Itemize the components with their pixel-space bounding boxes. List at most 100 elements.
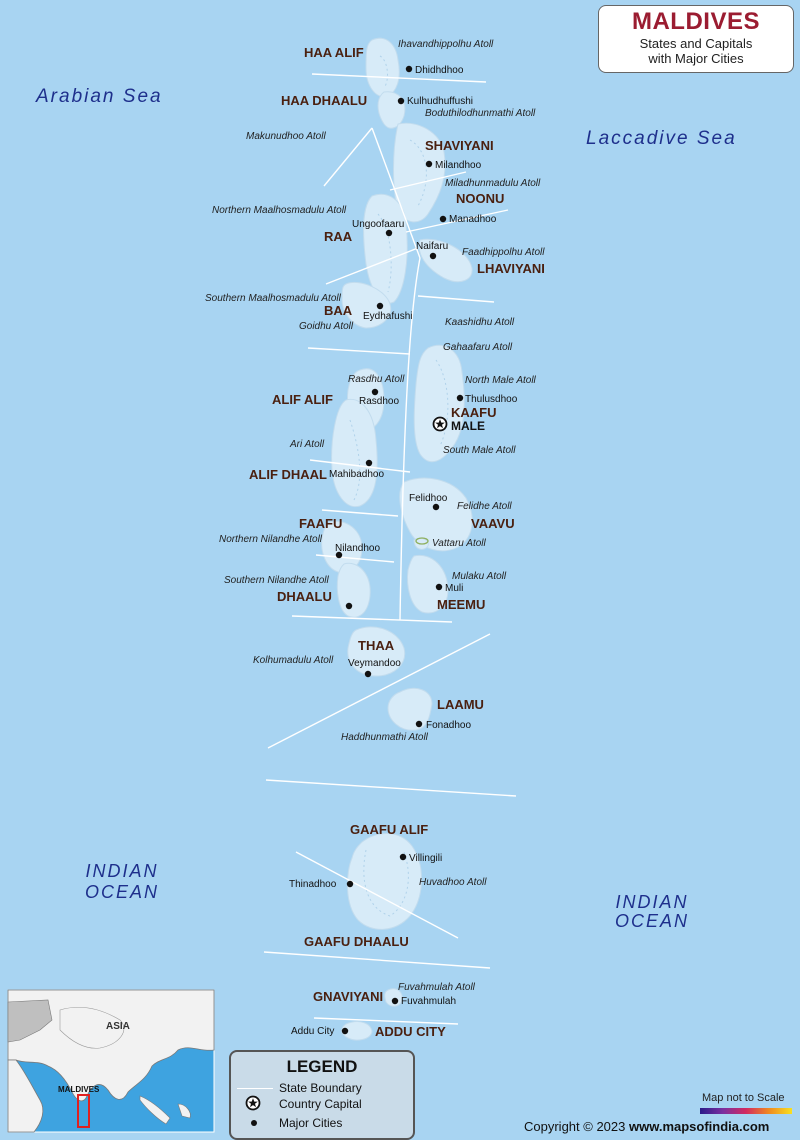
city-dot-villingili [399,853,407,861]
state-label-haa-dhaalu: HAA DHAALU [281,93,367,108]
city-label-dhidhdhoo: Dhidhdhoo [415,65,464,76]
city-dot-veymandoo [364,670,372,678]
city-dot-fuvahmulah [391,997,399,1005]
city-dot-rasdhoo [371,388,379,396]
city-dot-thinadhoo [346,880,354,888]
sea-label-indian-right-2: OCEAN [615,911,689,931]
city-label-mahibadhoo: Mahibadhoo [329,469,384,480]
city-dot-nilandhoo [335,551,343,559]
reef-dots [349,55,449,917]
legend-row-boundary: State Boundary [231,1081,413,1097]
city-labels: Dhidhdhoo Kulhudhuffushi Milandhoo Manad… [289,65,518,1037]
atoll-label-faadhippolhu: Faadhippolhu Atoll [462,247,545,258]
atoll-shapes [321,37,473,1041]
city-label-rasdhoo: Rasdhoo [359,396,399,407]
state-label-vaavu: VAAVU [471,516,515,531]
sea-labels: Arabian Sea Laccadive Sea INDIAN OCEAN I… [35,86,737,931]
atoll-label-south-male: South Male Atoll [443,445,516,456]
state-boundaries [263,73,517,1025]
city-dot-felidhoo [432,503,440,511]
copyright-prefix: Copyright © 2023 [524,1119,626,1134]
state-label-alif-alif: ALIF ALIF [272,392,333,407]
atoll-label-ihavandhippolhu: Ihavandhippolhu Atoll [398,39,494,50]
state-label-thaa: THAA [358,638,395,653]
city-dot-kulhudhuffushi [397,97,405,105]
page-title: MALDIVES [631,8,760,35]
city-label-thulusdhoo: Thulusdhoo [465,394,518,405]
boundary-line-icon [237,1088,273,1089]
legend-label-boundary: State Boundary [279,1081,362,1095]
sea-label-indian-left-1: INDIAN [85,861,158,881]
state-label-gaafu-alif: GAAFU ALIF [350,822,428,837]
city-dot-thulusdhoo [456,394,464,402]
state-labels: HAA ALIF HAA DHAALU SHAVIYANI NOONU RAA … [249,45,545,1039]
atoll-label-ari: Ari Atoll [289,439,325,450]
state-label-alif-dhaal: ALIF DHAAL [249,467,327,482]
capital-star-icon [432,416,448,432]
state-label-addu-city: ADDU CITY [375,1024,446,1039]
atoll-label-goidhu: Goidhu Atoll [299,321,354,332]
atoll-label-mulaku: Mulaku Atoll [452,571,507,582]
city-label-fonadhoo: Fonadhoo [426,720,471,731]
inset-label-maldives: MALDIVES [58,1085,100,1094]
atoll-label-huvadhoo: Huvadhoo Atoll [419,877,487,888]
inset-maldives-box [77,1094,90,1128]
inset-map: ASIA MALDIVES [7,989,215,1133]
city-label-ungoofaaru: Ungoofaaru [352,219,404,230]
atoll-label-miladhunmadulu: Miladhunmadulu Atoll [445,178,541,189]
atoll-label-vattaru: Vattaru Atoll [432,538,487,549]
city-label-kulhudhuffushi: Kulhudhuffushi [407,96,473,107]
atoll-label-felidhe: Felidhe Atoll [457,501,512,512]
city-label-addu-city: Addu City [291,1026,334,1037]
copyright: Copyright © 2023 www.mapsofindia.com [524,1119,769,1134]
state-label-noonu: NOONU [456,191,504,206]
atoll-label-fuvahmulah: Fuvahmulah Atoll [398,982,476,993]
capital-star-legend-icon [245,1095,261,1111]
state-label-lhaviyani: LHAVIYANI [477,261,545,276]
state-label-faafu: FAAFU [299,516,342,531]
atoll-label-north-male: North Male Atoll [465,375,537,386]
legend: LEGEND State Boundary Country Capital Ma… [229,1050,415,1140]
city-dot-eydhafushi [376,302,384,310]
sea-label-indian-left-2: OCEAN [85,882,159,902]
city-dot-dhidhdhoo [405,65,413,73]
city-label-naifaru: Naifaru [416,241,448,252]
state-label-shaviyani: SHAVIYANI [425,138,494,153]
city-dot-naifaru [429,252,437,260]
scale-note: Map not to Scale [702,1092,785,1104]
city-label-milandhoo: Milandhoo [435,160,482,171]
state-label-meemu: MEEMU [437,597,485,612]
color-scale-bar [700,1108,792,1114]
city-dot-dhaalu [345,602,353,610]
state-label-kaafu: KAAFU [451,405,497,420]
city-dot-fonadhoo [415,720,423,728]
city-dot-manadhoo [439,215,447,223]
city-label-fuvahmulah: Fuvahmulah [401,996,456,1007]
sea-label-laccadive: Laccadive Sea [586,128,737,149]
atoll-label-kolhumadulu: Kolhumadulu Atoll [253,655,334,666]
city-dots [335,65,464,1035]
atoll-label-makunudhoo: Makunudhoo Atoll [246,131,326,142]
city-dot-ungoofaaru [385,229,393,237]
city-label-felidhoo: Felidhoo [409,493,448,504]
city-dot-muli [435,583,443,591]
sea-label-indian-right-1: INDIAN [615,892,688,912]
legend-label-cities: Major Cities [279,1116,343,1130]
city-label-male: MALE [451,419,485,433]
legend-label-capital: Country Capital [279,1097,362,1111]
city-label-nilandhoo: Nilandhoo [335,543,380,554]
legend-row-cities: Major Cities [231,1116,413,1132]
vattaru-ring [415,537,429,545]
city-label-veymandoo: Veymandoo [348,658,401,669]
copyright-link[interactable]: www.mapsofindia.com [628,1119,770,1134]
atoll-label-southern-nilandhe: Southern Nilandhe Atoll [224,575,329,586]
state-label-gaafu-dhaalu: GAAFU DHAALU [304,934,409,949]
city-dot-milandhoo [425,160,433,168]
state-label-dhaalu: DHAALU [277,589,332,604]
legend-row-capital: Country Capital [231,1095,413,1113]
legend-title: LEGEND [286,1057,358,1076]
page-subtitle-2: with Major Cities [648,51,744,66]
atoll-label-southern-maalhosmadulu: Southern Maalhosmadulu Atoll [205,293,342,304]
title-box: MALDIVES States and Capitals with Major … [598,5,794,73]
